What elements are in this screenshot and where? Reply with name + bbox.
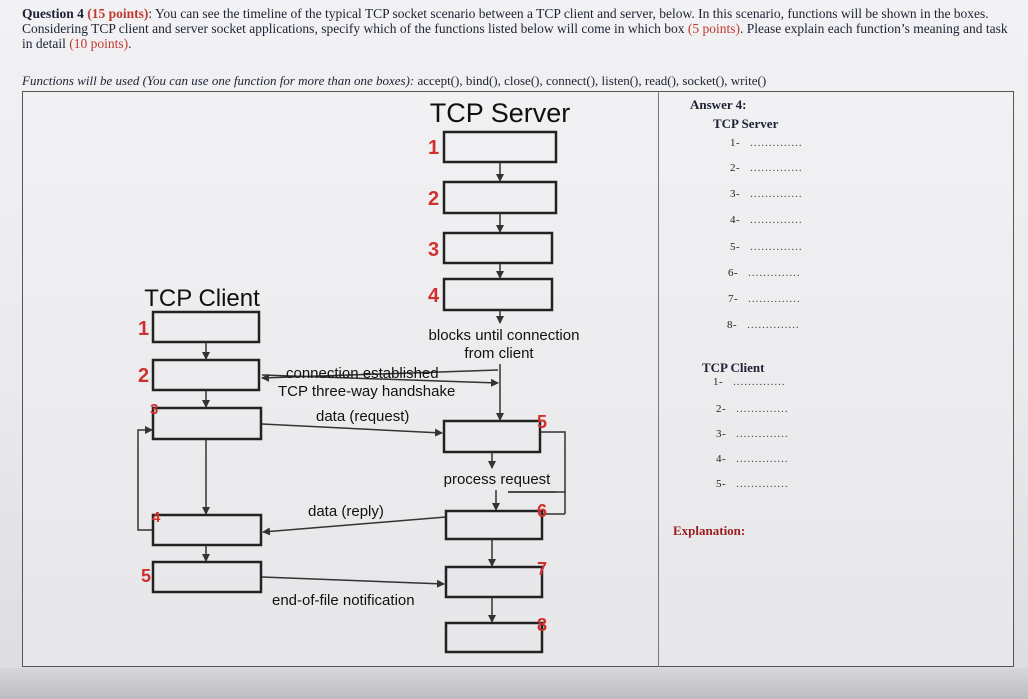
- server-num-6: 6: [537, 501, 547, 521]
- server-box-7: [444, 565, 544, 599]
- server-num-7: 7: [537, 559, 547, 579]
- functions-intro: Functions will be used (You can use one …: [22, 73, 415, 88]
- client-box-4: [151, 513, 263, 547]
- answer-client-label: TCP Client: [702, 360, 765, 375]
- server-box-2: [442, 180, 558, 215]
- points-subpart-1: (5 points): [687, 21, 740, 36]
- server-box-5: [442, 419, 542, 454]
- server-answer-2: 2-..............: [730, 162, 803, 174]
- server-answer-6: 6-..............: [728, 267, 801, 279]
- server-title: TCP Server: [430, 98, 571, 128]
- server-answer-5: 5-..............: [730, 241, 803, 253]
- question-label: Question 4: [22, 6, 84, 21]
- question-body-a: : You can see the timeline of the typica…: [22, 6, 989, 36]
- client-answer-3: 3-..............: [716, 428, 789, 440]
- label-data-reply: data (reply): [308, 503, 384, 520]
- client-answer-1: 1-..............: [713, 376, 786, 388]
- label-handshake: TCP three-way handshake: [278, 383, 455, 400]
- client-title: TCP Client: [144, 285, 260, 312]
- server-answer-4: 4-..............: [730, 214, 803, 226]
- server-num-2: 2: [428, 188, 439, 210]
- answer-server-label: TCP Server: [713, 116, 779, 131]
- client-answer-4: 4-..............: [716, 453, 789, 465]
- functions-list: accept(), bind(), close(), connect(), li…: [414, 73, 767, 88]
- server-num-8: 8: [537, 615, 547, 635]
- server-box-8: [444, 621, 544, 654]
- server-answer-3: 3-..............: [730, 188, 803, 200]
- server-num-4: 4: [428, 285, 440, 307]
- points-subpart-2: (10 points): [69, 36, 129, 51]
- server-answer-7: 7-..............: [728, 293, 801, 305]
- server-box-4: [442, 277, 554, 312]
- server-box-6: [444, 509, 544, 541]
- label-data-request: data (request): [316, 408, 409, 425]
- server-box-3: [442, 231, 554, 265]
- client-num-3: 3: [150, 401, 158, 418]
- server-answer-1: 1-..............: [730, 137, 803, 149]
- client-num-1: 1: [138, 318, 149, 340]
- client-box-1: [151, 310, 261, 344]
- screen-bottom-edge: [0, 668, 1028, 699]
- client-answer-5: 5-..............: [716, 478, 789, 490]
- client-answer-2: 2-..............: [716, 403, 789, 415]
- label-eof: end-of-file notification: [272, 592, 415, 609]
- client-num-2: 2: [138, 365, 149, 387]
- question-points: (15 points): [87, 6, 149, 21]
- frame-divider: [658, 91, 659, 667]
- server-num-3: 3: [428, 239, 439, 261]
- answer-title: Answer 4:: [690, 97, 747, 112]
- client-box-3: [151, 406, 263, 441]
- client-box-2: [151, 358, 261, 392]
- question-body-c: .: [128, 36, 132, 51]
- question-body-b: . Please explain each function’s meaning…: [22, 21, 1008, 51]
- client-box-5: [151, 560, 263, 594]
- tcp-timeline-diagram: TCP Server TCP Client: [137, 98, 580, 654]
- label-connection-established: connection established: [286, 365, 439, 382]
- client-num-4: 4: [152, 509, 161, 526]
- functions-line: Functions will be used (You can use one …: [22, 73, 1012, 89]
- server-num-1: 1: [428, 137, 439, 159]
- label-process-request: process request: [444, 471, 552, 488]
- server-answer-8: 8-..............: [727, 319, 800, 331]
- question-text: Question 4 (15 points): You can see the …: [22, 6, 1012, 51]
- explanation-label: Explanation:: [673, 523, 746, 538]
- label-blocks: blocks until connection: [429, 327, 580, 344]
- answer-frame: [22, 91, 1014, 667]
- client-num-5: 5: [141, 566, 151, 586]
- label-from-client: from client: [464, 345, 534, 362]
- server-num-5: 5: [537, 412, 547, 432]
- server-box-1: [442, 130, 558, 164]
